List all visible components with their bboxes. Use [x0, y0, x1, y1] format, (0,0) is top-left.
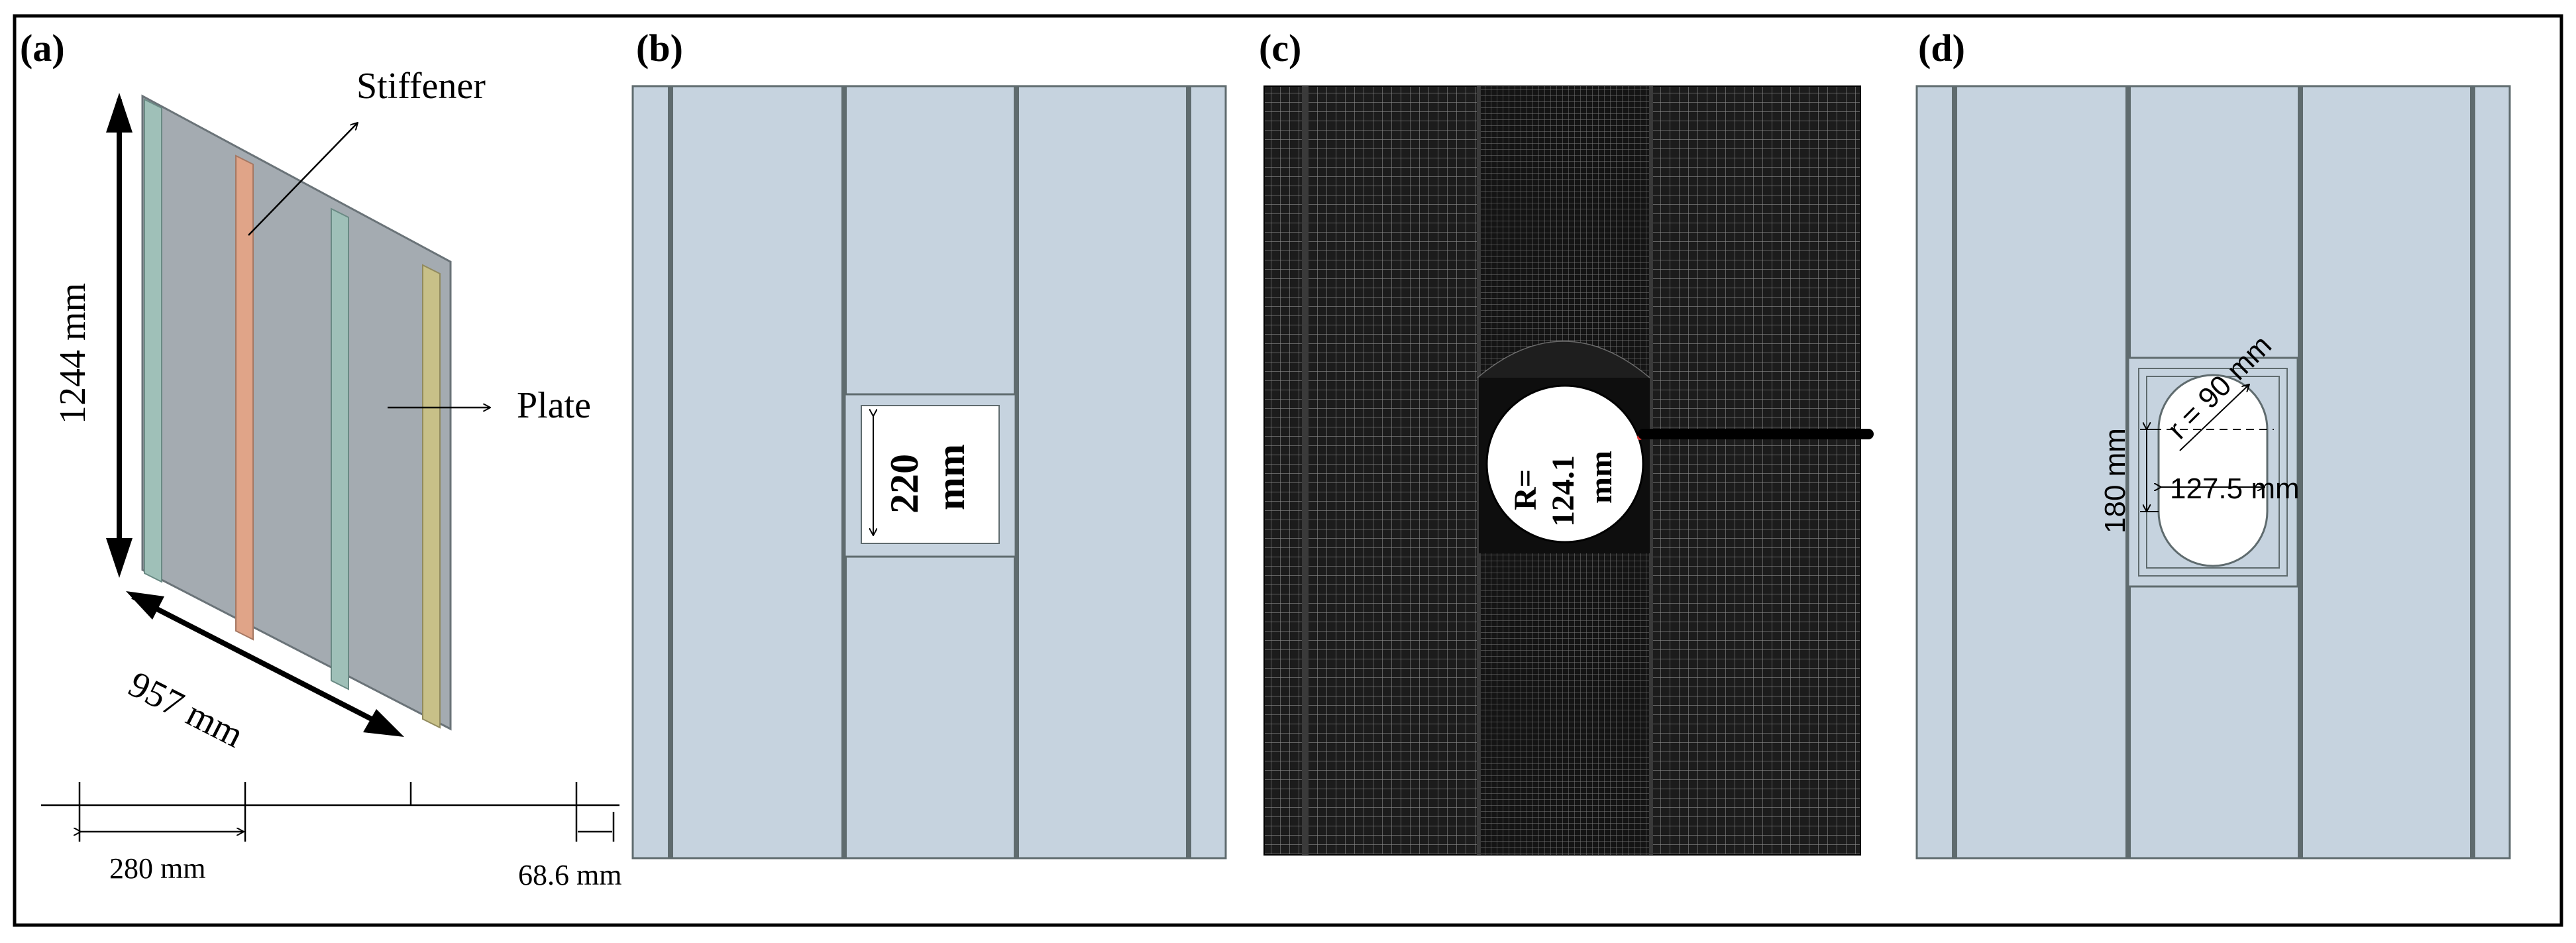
width-arrow-right: [363, 709, 404, 737]
panel-d-label: (d): [1918, 27, 1965, 70]
height-arrow-top: [106, 93, 133, 133]
height-dim-text: 1244 mm: [52, 283, 93, 424]
panel-c-label: (c): [1259, 27, 1301, 70]
panel-d: (d) r = 90 mm 180 mm 127.5 mm: [1915, 27, 2511, 860]
spacing-dim-text: 280 mm: [109, 852, 205, 885]
edge-dim-text: 68.6 mm: [518, 859, 621, 891]
width-dim-line: [131, 594, 392, 732]
radius-leader: [2179, 384, 2249, 451]
stiffener-label: Stiffener: [356, 66, 486, 107]
panel-b: (b) 220 mm: [631, 27, 1227, 860]
panel-b-label: (b): [636, 27, 683, 70]
width-dim-text: 957 mm: [122, 663, 250, 755]
panel-d-stiffener-4: [2470, 86, 2475, 858]
panel-d-stiffener-3: [2298, 86, 2303, 858]
panel-c: (c) R= 124.1 mm: [1259, 27, 1874, 856]
plate-label: Plate: [517, 385, 591, 426]
panel-b-stiffener-4: [1186, 86, 1191, 858]
circular-hole: [1485, 384, 1644, 543]
figure-border: [13, 14, 2563, 927]
stiffener-3: [331, 207, 349, 691]
radius-line-3: mm: [1583, 451, 1619, 504]
height-arrow-bottom: [106, 538, 133, 578]
width-dim-text: 127.5 mm: [2170, 472, 2300, 505]
stiffener-2: [235, 154, 254, 641]
height-dim-text: 180 mm: [2099, 428, 2131, 533]
panel-a: (a) 1244 mm 957 mm Stiffener Plate 28: [20, 27, 621, 891]
obround-hole: [2157, 374, 2269, 567]
opening-value: 220: [883, 454, 926, 514]
stiffener-1: [144, 98, 162, 583]
opening-unit: mm: [929, 444, 973, 510]
panel-b-stiffener-1: [668, 86, 673, 858]
panel-d-opening-frame-inner: [2138, 368, 2288, 577]
panel-d-stiffener-1: [1952, 86, 1957, 858]
panel-a-label: (a): [20, 27, 65, 70]
stiffener-leader: [248, 123, 358, 236]
plate-shape: [141, 94, 452, 731]
width-arrow-left: [126, 591, 164, 620]
radius-line-1: R=: [1508, 469, 1543, 510]
mesh-refined-arch: [1477, 341, 1650, 378]
stiffener-4: [422, 264, 441, 729]
radius-line-2: 124.1: [1546, 455, 1581, 527]
panel-b-opening: [861, 405, 1000, 544]
